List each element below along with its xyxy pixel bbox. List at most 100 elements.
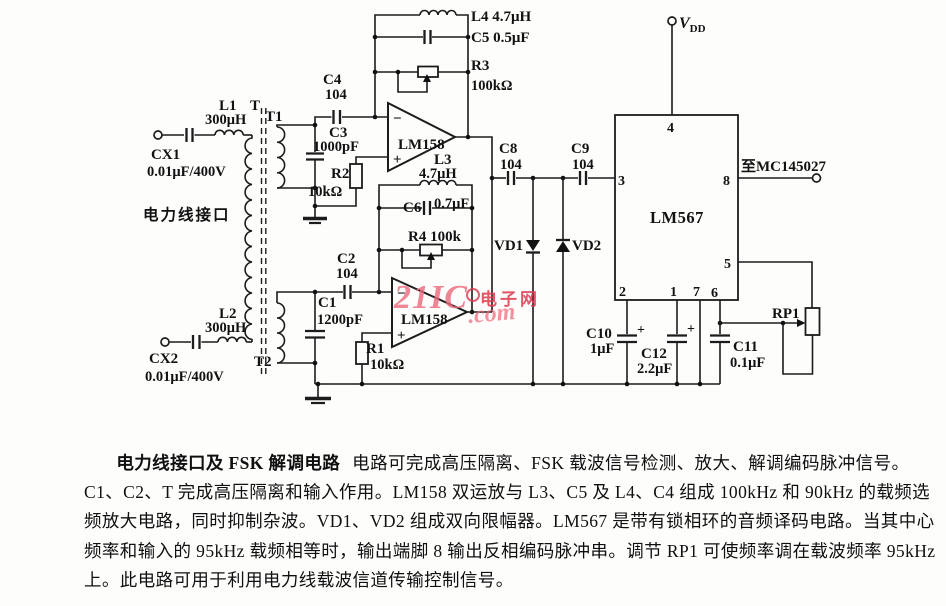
c2-value-label: 104 bbox=[336, 266, 358, 282]
vd2-label: VD2 bbox=[572, 238, 601, 254]
opamp2-inverting-input: − bbox=[397, 286, 406, 302]
cx1-value-label: 0.01μF/400V bbox=[147, 164, 226, 180]
l1-value-label: 300μH bbox=[205, 112, 247, 128]
vdd-supply: VDD bbox=[667, 15, 706, 115]
rp1-potentiometer: RP1 bbox=[717, 261, 821, 375]
rp1-body bbox=[804, 307, 821, 336]
c6-ref-label: C6 bbox=[403, 200, 422, 216]
resistor-r2 bbox=[349, 163, 363, 189]
c8-value-label: 104 bbox=[500, 157, 522, 173]
c10-ref-label: C10 bbox=[586, 326, 612, 342]
capacitor-cx2 bbox=[191, 335, 201, 349]
capacitor-c10 bbox=[617, 334, 637, 344]
c11-value-label: 0.1μF bbox=[730, 355, 765, 371]
r2-ref-label: R2 bbox=[331, 166, 349, 182]
input-stage-cx2: CX2 0.01μF/400V L2 300μH bbox=[145, 306, 252, 385]
power-line-port-label: 电力线接口 bbox=[143, 205, 231, 224]
caption-paragraph: 电力线接口及 FSK 解调电路电路可完成高压隔离、FSK 载波信号检测、放大、解… bbox=[84, 449, 942, 595]
r2-value-label: 10kΩ bbox=[308, 184, 342, 200]
caption-title: 电力线接口及 FSK 解调电路 bbox=[116, 453, 341, 473]
opamp2-triangle bbox=[391, 276, 470, 349]
lm567-pin8-label: 8 bbox=[723, 174, 730, 189]
r4-wiper-arrow bbox=[427, 252, 435, 260]
vdd-label: VDD bbox=[679, 15, 706, 35]
t2-input-network: C2 104 C1 1200pF R1 10kΩ bbox=[276, 251, 404, 384]
capacitor-c6 bbox=[422, 201, 432, 215]
l4-label: L4 4.7μH bbox=[471, 9, 532, 25]
lm567-body bbox=[614, 114, 739, 301]
cx2-ref-label: CX2 bbox=[149, 351, 178, 367]
vd1-label: VD1 bbox=[494, 238, 523, 254]
lm567-pin6-label: 6 bbox=[711, 286, 718, 301]
c3-ref-label: C3 bbox=[329, 125, 347, 141]
opamp1-noninverting-input: + bbox=[393, 152, 402, 168]
lm567-pin4-label: 4 bbox=[667, 121, 674, 136]
opamp1-triangle bbox=[387, 101, 458, 173]
transformer-t: T T1 T2 电力线接口 bbox=[143, 98, 286, 376]
t1-input-network: C4 104 C3 1000pF R2 10kΩ bbox=[276, 72, 388, 225]
c9-value-label: 104 bbox=[572, 157, 594, 173]
inductor-l2 bbox=[217, 336, 247, 343]
c10-value-label: 1μF bbox=[590, 341, 614, 357]
cx2-value-label: 0.01μF/400V bbox=[145, 369, 224, 385]
c2-ref-label: C2 bbox=[337, 251, 355, 267]
potentiometer-r3 bbox=[417, 65, 439, 78]
lm567-pin2-label: 2 bbox=[619, 285, 626, 300]
transformer-core bbox=[260, 108, 267, 376]
capacitor-c3 bbox=[306, 152, 324, 161]
output-terminal bbox=[811, 173, 822, 183]
opamp1-feedback-network: L4 4.7μH C5 0.5μF R3 100kΩ bbox=[372, 9, 532, 137]
c5-label: C5 0.5μF bbox=[471, 30, 530, 46]
c4-ref-label: C4 bbox=[323, 72, 342, 88]
capacitor-c8 bbox=[506, 171, 516, 185]
cx2-terminal bbox=[160, 337, 170, 347]
transformer-t2-winding bbox=[276, 302, 286, 364]
l2-value-label: 300μH bbox=[205, 320, 247, 336]
c4-value-label: 104 bbox=[325, 87, 347, 103]
capacitor-c9 bbox=[578, 171, 588, 185]
c1-value-label: 1200pF bbox=[317, 312, 363, 328]
opamp1-name-label: LM158 bbox=[398, 137, 445, 153]
diode-vd1 bbox=[526, 240, 540, 251]
lm567-pin1-label: 1 bbox=[670, 285, 677, 300]
opamp1-inverting-input: − bbox=[393, 111, 402, 127]
caption-body: 电路可完成高压隔离、FSK 载波信号检测、放大、解调编码脉冲信号。C1、C2、T… bbox=[84, 453, 936, 590]
circuit-schematic: CX1 0.01μF/400V L1 300μH CX2 0.01μF/400V… bbox=[143, 9, 826, 405]
r4-label: R4 100k bbox=[408, 229, 462, 245]
inductor-l1 bbox=[214, 129, 244, 136]
r3-ref-label: R3 bbox=[471, 58, 489, 74]
inductor-l4 bbox=[419, 9, 457, 16]
inductor-l3 bbox=[419, 179, 457, 186]
capacitor-c5 bbox=[423, 30, 432, 44]
lm567-pin5-label: 5 bbox=[724, 257, 731, 272]
diode-vd2 bbox=[556, 241, 570, 252]
r3-wiper-arrow bbox=[423, 74, 431, 82]
opamp2-name-label: LM158 bbox=[401, 312, 448, 328]
output-destination-label: 至MC145027 bbox=[741, 158, 826, 175]
t1-label: T1 bbox=[265, 109, 283, 125]
lm567-ic: LM567 4 3 8 5 2 1 7 6 bbox=[614, 114, 739, 301]
rp1-wiper-arrow bbox=[797, 319, 806, 327]
coupling-limiter-network: C8 104 C9 104 VD1 VD2 bbox=[492, 141, 615, 384]
l1-ref-label: L1 bbox=[219, 98, 237, 114]
vdd-terminal bbox=[667, 16, 677, 26]
c3-value-label: 1000pF bbox=[313, 139, 359, 155]
capacitor-cx1 bbox=[185, 128, 194, 142]
capacitor-c1 bbox=[305, 329, 325, 339]
c1-ref-label: C1 bbox=[318, 295, 336, 311]
l3-value-label: 4.7μH bbox=[419, 166, 457, 182]
cx1-ref-label: CX1 bbox=[151, 147, 180, 163]
opamp2-feedback-network: L3 4.7μH C6 0.7μF R4 100k bbox=[376, 152, 475, 315]
opamp2: − + LM158 bbox=[391, 276, 492, 349]
capacitor-c12 bbox=[667, 334, 687, 344]
capacitor-c2 bbox=[343, 285, 352, 299]
ground-rail bbox=[305, 381, 720, 405]
timing-capacitors: C10 1μF + C12 2.2μF + C11 0.1μF bbox=[586, 300, 765, 384]
l2-ref-label: L2 bbox=[219, 306, 237, 322]
lm567-pin3-label: 3 bbox=[618, 174, 625, 189]
r3-value-label: 100kΩ bbox=[471, 78, 512, 94]
opamp2-noninverting-input: + bbox=[397, 328, 406, 344]
t-label: T bbox=[250, 98, 260, 114]
c11-ref-label: C11 bbox=[733, 339, 758, 355]
